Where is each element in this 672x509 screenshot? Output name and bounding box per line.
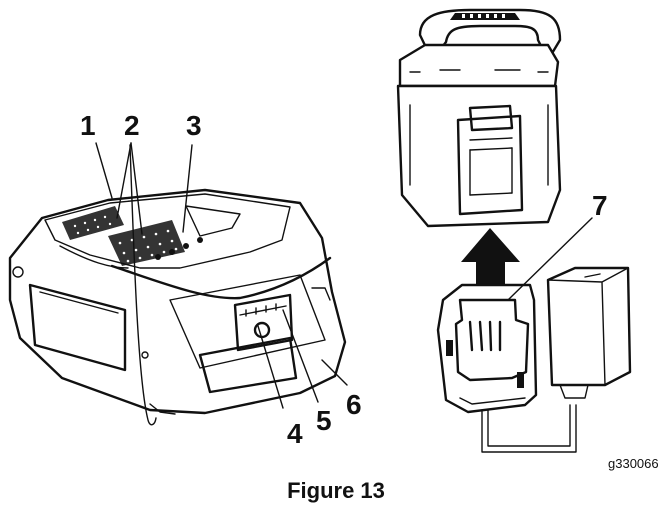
vent-grill-right xyxy=(108,220,185,266)
callout-5: 5 xyxy=(316,405,332,436)
up-arrow-icon xyxy=(461,228,520,318)
callout-1: 1 xyxy=(80,110,96,141)
battery-pack-illustration xyxy=(8,188,347,415)
callout-3: 3 xyxy=(186,110,202,141)
callout-6: 6 xyxy=(346,389,362,420)
charger-cable xyxy=(481,404,577,453)
charger-dock-illustration xyxy=(436,283,538,414)
graphic-code: g330066 xyxy=(608,456,659,471)
callout-7: 7 xyxy=(592,190,608,221)
figure-caption: Figure 13 xyxy=(287,478,385,503)
leader-lines-left xyxy=(95,142,348,426)
charge-indicator-leds xyxy=(155,237,203,260)
leader-line-7 xyxy=(507,217,593,301)
callout-4: 4 xyxy=(287,418,303,449)
battery-lifted-illustration xyxy=(396,8,562,228)
power-adapter-illustration xyxy=(546,266,632,399)
callout-2: 2 xyxy=(124,110,140,141)
vent-grill-left xyxy=(62,206,124,240)
